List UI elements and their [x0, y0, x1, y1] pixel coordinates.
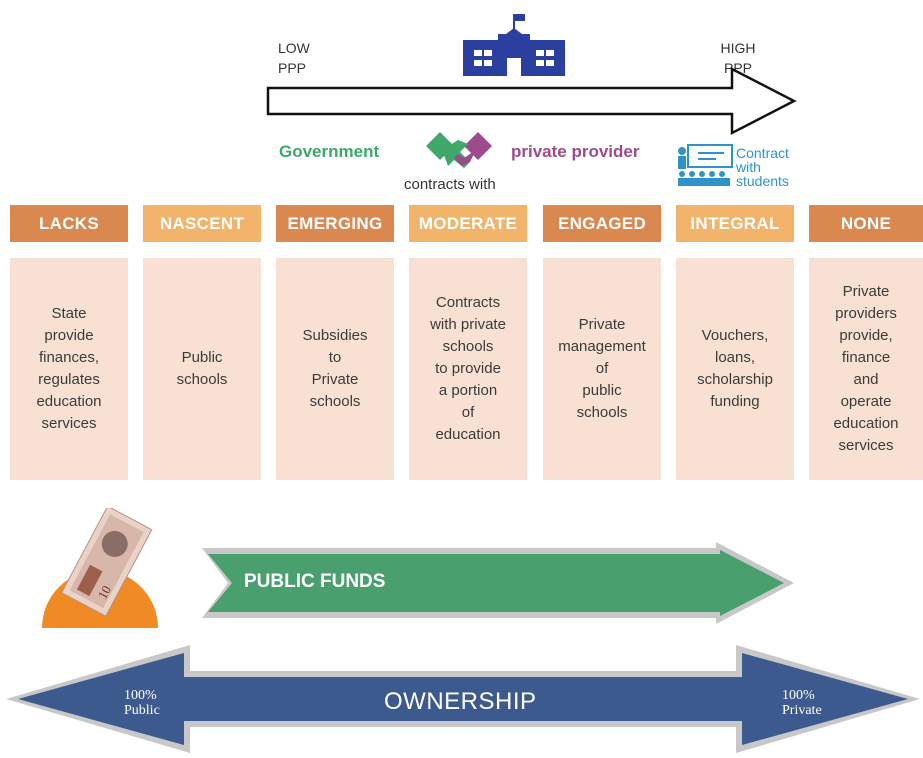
handshake-icon: [426, 132, 492, 168]
private-provider-label: private provider: [511, 142, 640, 161]
contract-with-students-label: Contract with students: [736, 145, 789, 189]
ownership-arrow: [6, 645, 920, 753]
contracts-with-label: contracts with: [404, 176, 496, 193]
level-box-nascent: Public schools: [143, 258, 261, 480]
level-desc-nascent: Public schools: [176, 349, 228, 388]
level-header-none: NONE: [809, 205, 923, 242]
level-desc-engaged: Private management of public schools: [558, 316, 646, 421]
public-funds-arrow: [202, 542, 794, 624]
banknote-piggybank-icon: 10: [42, 508, 158, 628]
level-desc-integral: Vouchers, loans, scholarship funding: [697, 327, 773, 410]
level-box-lacks: State provide finances, regulates educat…: [10, 258, 128, 480]
level-header-lacks: LACKS: [10, 205, 128, 242]
svg-text:10: 10: [95, 583, 114, 602]
level-box-moderate: Contracts with private schools to provid…: [409, 258, 527, 480]
school-building-icon: [463, 14, 565, 76]
level-header-integral: INTEGRAL: [676, 205, 794, 242]
level-desc-moderate: Contracts with private schools to provid…: [430, 294, 506, 443]
level-desc-lacks: State provide finances, regulates educat…: [36, 305, 102, 432]
level-header-emerging: EMERGING: [276, 205, 394, 242]
ownership-label: OWNERSHIP: [384, 688, 537, 715]
level-box-emerging: Subsidies to Private schools: [276, 258, 394, 480]
level-header-moderate: MODERATE: [409, 205, 527, 242]
level-box-integral: Vouchers, loans, scholarship funding: [676, 258, 794, 480]
level-box-none: Private providers provide, finance and o…: [809, 258, 923, 480]
government-label: Government: [279, 142, 380, 161]
level-desc-emerging: Subsidies to Private schools: [302, 327, 368, 410]
level-header-engaged: ENGAGED: [543, 205, 661, 242]
level-header-nascent: NASCENT: [143, 205, 261, 242]
level-desc-none: Private providers provide, finance and o…: [833, 283, 899, 454]
ownership-left-label: 100% Public: [124, 688, 160, 718]
low-ppp-label: LOW PPP: [278, 40, 310, 76]
level-box-engaged: Private management of public schools: [543, 258, 661, 480]
ownership-right-label: 100% Private: [782, 688, 822, 718]
public-funds-label: PUBLIC FUNDS: [244, 571, 386, 592]
classroom-icon: [678, 144, 733, 186]
ppp-scale-arrow: [266, 66, 797, 136]
